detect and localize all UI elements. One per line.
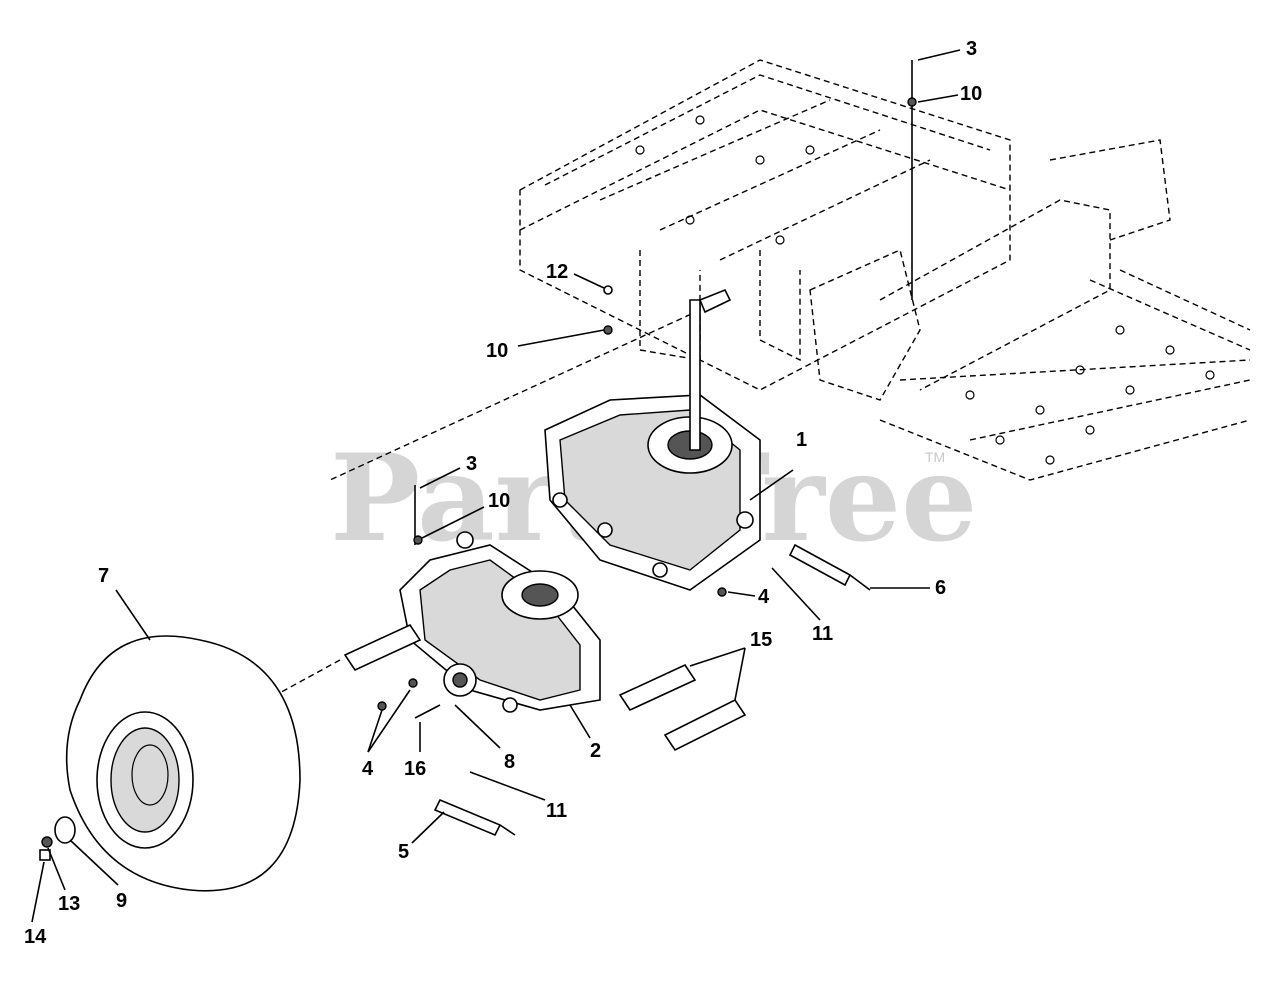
transaxle-left: [343, 531, 601, 713]
control-rod-6: [788, 543, 871, 591]
tube-15-lower: [663, 698, 747, 752]
callout-4-right: 4: [758, 586, 770, 608]
callout-9: 9: [116, 890, 127, 912]
control-rod-5: [433, 798, 516, 837]
callout-1: 1: [796, 429, 807, 451]
callout-13: 13: [58, 893, 80, 915]
callout-10-top: 10: [960, 83, 982, 105]
callout-8: 8: [504, 751, 515, 773]
nut-10-mid: [413, 535, 423, 545]
frame-assembly: [519, 59, 1251, 481]
callout-16: 16: [404, 758, 426, 780]
washer-9: [54, 816, 76, 844]
callout-3-top: 3: [966, 38, 977, 60]
pin-12: [603, 285, 613, 295]
callout-3-mid: 3: [466, 453, 477, 475]
callout-10-left: 10: [486, 340, 508, 362]
nut-4-right: [717, 587, 727, 597]
callout-2: 2: [590, 740, 601, 762]
rear-wheel: [65, 635, 301, 892]
bolt-14: [39, 849, 51, 861]
callout-11-right: 11: [812, 623, 833, 645]
axle-centerline-upper: [329, 309, 701, 481]
nut-4-left-b: [408, 678, 418, 688]
callout-5: 5: [398, 841, 409, 863]
callout-4-left: 4: [362, 758, 374, 780]
callout-14: 14: [24, 926, 47, 948]
tube-15-upper: [618, 663, 697, 712]
nut-4-left-a: [377, 701, 387, 711]
bolt-16: [414, 704, 441, 719]
callout-15: 15: [750, 629, 772, 651]
nut-13: [41, 836, 53, 848]
nut-10-left: [603, 325, 613, 335]
callout-11-lower: 11: [546, 800, 567, 822]
transaxle-right: [544, 288, 761, 591]
callout-10-mid: 10: [488, 490, 510, 512]
callout-6: 6: [935, 577, 946, 599]
callout-7: 7: [98, 565, 109, 587]
watermark-trademark: TM: [925, 449, 945, 465]
nut-10-upper: [907, 97, 917, 107]
callout-12: 12: [546, 261, 568, 283]
leader-lines: [31, 49, 961, 923]
